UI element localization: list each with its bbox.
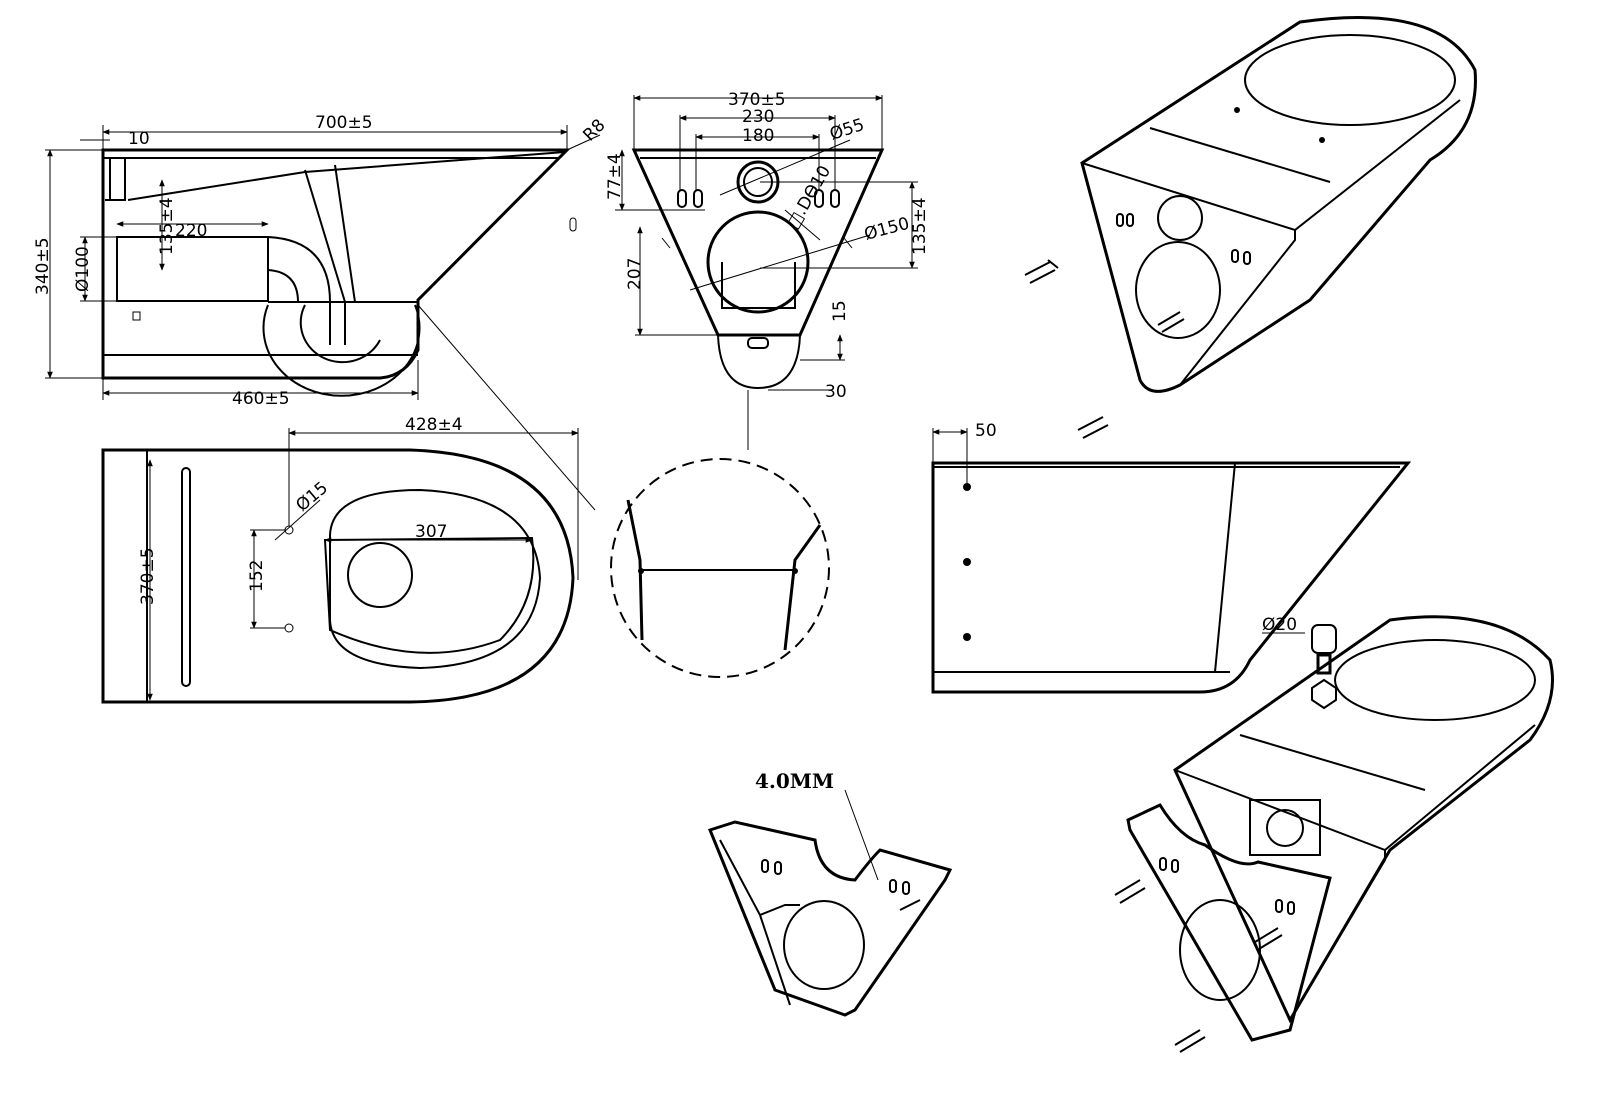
dim-outlet-height: 135±4 (157, 197, 177, 255)
dim-slot-label: □.DƟ10 (783, 162, 835, 232)
dim-outlet-length: 220 (175, 221, 207, 241)
dim-edge-offset: 50 (975, 421, 997, 441)
side-view-dimensions: 700±5 10 R8 340±5 Ø100 220 135±4 460±5 (33, 113, 610, 511)
dim-slot-spacing-inner: 180 (742, 126, 774, 146)
mount-hole (963, 633, 971, 641)
dim-base-offset: 15 (830, 300, 850, 322)
dim-inlet-height: 77±4 (605, 153, 625, 200)
bracket-view: 4.0MM (708, 769, 953, 1017)
dim-outlet-diameter-front: Ø150 (862, 214, 911, 245)
isometric-view-exploded (1114, 615, 1554, 1053)
top-view-dimensions: 428±4 Ø15 152 307 370±5 (138, 415, 579, 701)
dim-outlet-diameter: Ø100 (73, 246, 93, 292)
dim-front-overall-width: 370±5 (728, 90, 786, 110)
dim-overall-height: 340±5 (33, 237, 53, 295)
isometric-view-assembled (1024, 16, 1477, 439)
front-view-dimensions: 370±5 230 180 Ø55 77±4 □.DƟ10 Ø150 135±4… (605, 90, 930, 450)
dim-outlet-height-front: 135±4 (910, 197, 930, 255)
dim-hole-spacing: 152 (247, 560, 267, 592)
dim-bowl-width: 307 (415, 522, 447, 542)
dim-bowl-length: 428±4 (405, 415, 463, 435)
dim-hole-diameter: Ø15 (292, 478, 332, 516)
dim-slot-spacing-outer: 230 (742, 107, 774, 127)
detail-circle (610, 458, 830, 678)
dim-wall-offset: 10 (128, 129, 150, 149)
thickness-note: 4.0MM (755, 769, 834, 793)
dim-bolt-diameter: Ø20 (1262, 615, 1297, 635)
dim-tip-radius: R8 (579, 115, 609, 145)
dim-overall-length: 700±5 (315, 113, 373, 133)
dim-top-overall-width: 370±5 (138, 547, 158, 605)
top-view: 428±4 Ø15 152 307 370±5 (101, 415, 579, 704)
dim-inlet-diameter: Ø55 (827, 115, 866, 145)
side-view-outline (101, 148, 571, 397)
front-view: 370±5 230 180 Ø55 77±4 □.DƟ10 Ø150 135±4… (605, 90, 930, 450)
dim-base-length: 460±5 (232, 389, 290, 409)
flat-view: 50 Ø20 (931, 421, 1412, 694)
dim-foot-width: 30 (825, 382, 847, 402)
mount-hole (963, 558, 971, 566)
top-view-outline (101, 448, 575, 704)
front-view-outline (631, 148, 885, 390)
dim-depth: 207 (625, 258, 645, 290)
side-view: 700±5 10 R8 340±5 Ø100 220 135±4 460±5 (33, 113, 610, 511)
